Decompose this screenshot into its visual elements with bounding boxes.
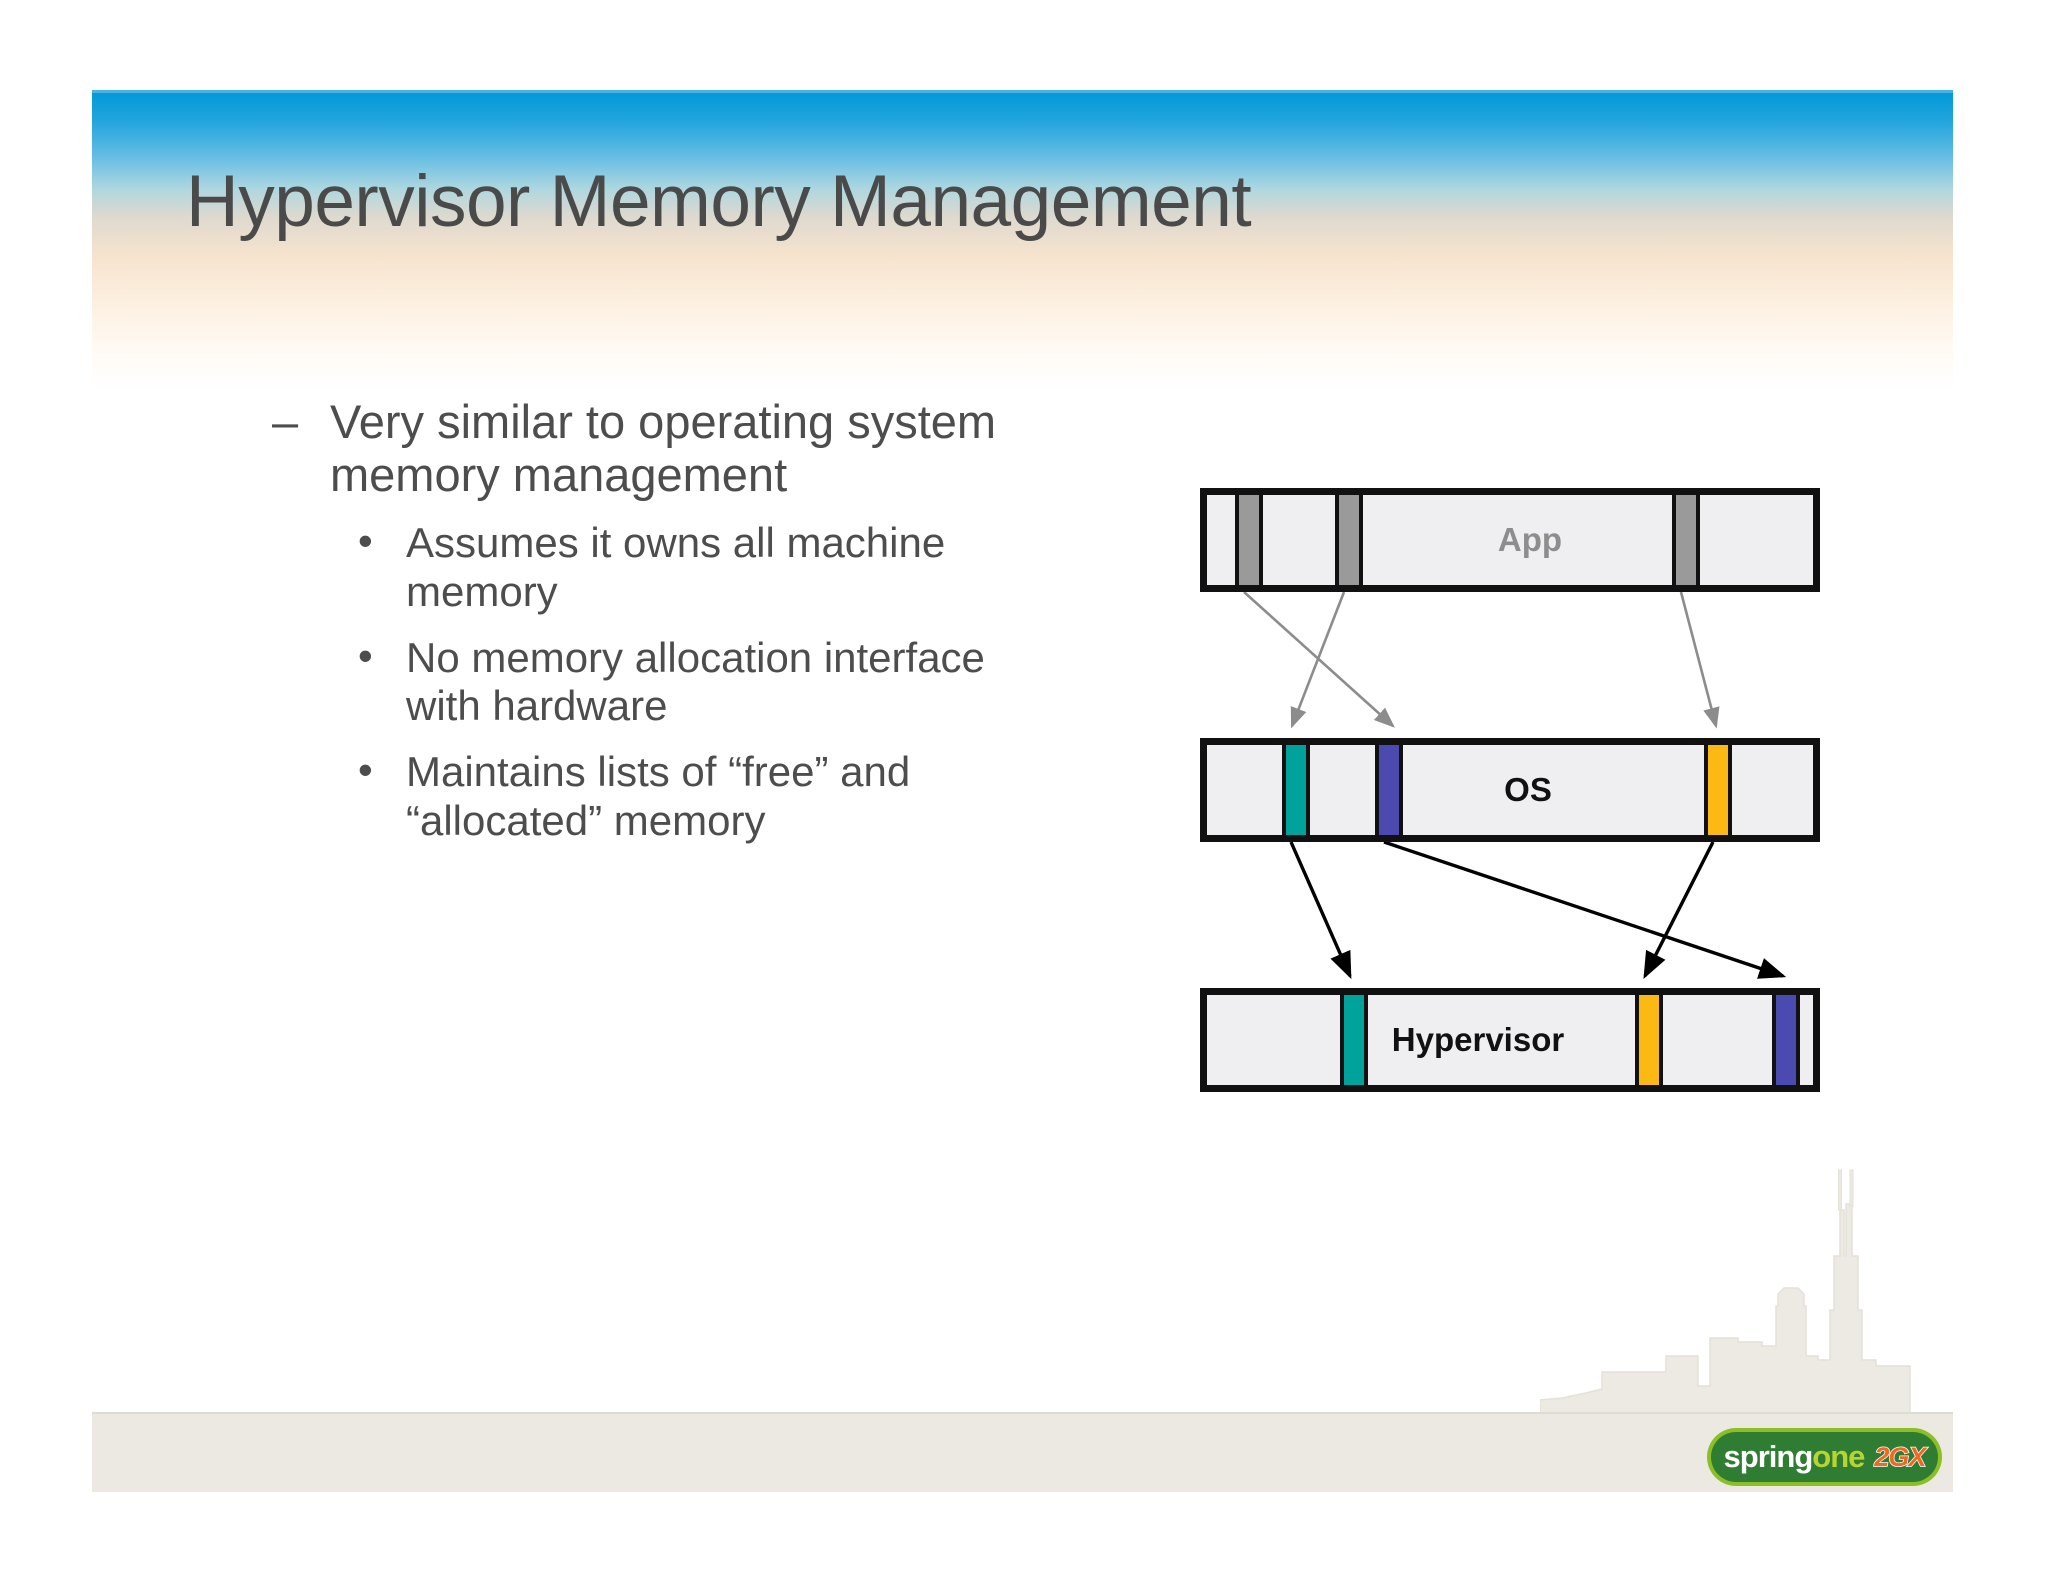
os-memory-bar: OS	[1200, 738, 1820, 842]
app-memory-block-1	[1335, 495, 1363, 585]
bullet-dot-icon: •	[358, 517, 373, 565]
app-to-os-arrows	[1243, 591, 1720, 729]
logo-spring-text: spring	[1723, 1439, 1814, 1474]
footer-band	[92, 1412, 1953, 1492]
bullet-level2-1: • No memory allocation interface with ha…	[272, 631, 1062, 731]
os-memory-block-2	[1704, 745, 1732, 835]
hypervisor-bar-label: Hypervisor	[1391, 1021, 1565, 1058]
bullet-level2-text: Assumes it owns all machine memory	[406, 519, 946, 615]
logo-2gx-text: 2GX	[1874, 1441, 1928, 1473]
app-memory-block-2	[1672, 495, 1700, 585]
app-memory-bar: App	[1200, 488, 1820, 592]
app-to-os-arrow-2	[1679, 591, 1720, 729]
os-memory-block-1	[1375, 745, 1403, 835]
app-memory-block-0	[1235, 495, 1263, 585]
bullet-dot-icon: •	[358, 746, 373, 794]
chicago-skyline-graphic	[1540, 1169, 1911, 1460]
os-to-hypervisor-arrow-0	[1289, 841, 1352, 980]
bullet-level1: – Very similar to operating system memor…	[272, 395, 1062, 501]
bullet-level2-text: Maintains lists of “free” and “allocated…	[406, 748, 911, 844]
os-memory-block-0	[1282, 745, 1310, 835]
hypervisor-memory-block-0	[1340, 995, 1368, 1085]
hypervisor-memory-block-2	[1772, 995, 1800, 1085]
page-title: Hypervisor Memory Management	[186, 161, 1252, 242]
os-to-hypervisor-arrow-2	[1643, 841, 1715, 980]
os-to-hypervisor-arrow-1	[1383, 840, 1787, 979]
os-bar-label: OS	[1504, 771, 1552, 808]
bullet-dot-icon: •	[358, 631, 373, 679]
mapping-arrows	[1243, 591, 1787, 980]
logo-one-text: one	[1812, 1439, 1865, 1474]
bullet-level1-text: Very similar to operating system memory …	[330, 395, 997, 501]
springone-2gx-logo: springone 2GX	[1707, 1428, 1942, 1486]
logo-text-group: springone	[1723, 1439, 1866, 1475]
bullet-level2-2: • Maintains lists of “free” and “allocat…	[272, 746, 1062, 845]
app-to-os-arrow-1	[1290, 591, 1346, 729]
bullet-level2-text: No memory allocation interface with hard…	[406, 633, 985, 730]
bullet-level2-0: • Assumes it owns all machine memory	[272, 517, 1062, 616]
logo-badge: springone 2GX	[1711, 1432, 1938, 1482]
header-accent-line	[92, 90, 1953, 93]
hypervisor-memory-block-1	[1635, 995, 1663, 1085]
memory-mapping-diagram: App OS Hypervisor	[1190, 470, 1870, 1120]
bullet-list: – Very similar to operating system memor…	[272, 395, 1062, 845]
hypervisor-memory-bar: Hypervisor	[1200, 988, 1820, 1092]
header-gradient-band	[92, 90, 1953, 390]
dash-marker: –	[272, 395, 299, 448]
app-bar-label: App	[1497, 521, 1563, 558]
os-to-hypervisor-arrows	[1289, 840, 1787, 980]
